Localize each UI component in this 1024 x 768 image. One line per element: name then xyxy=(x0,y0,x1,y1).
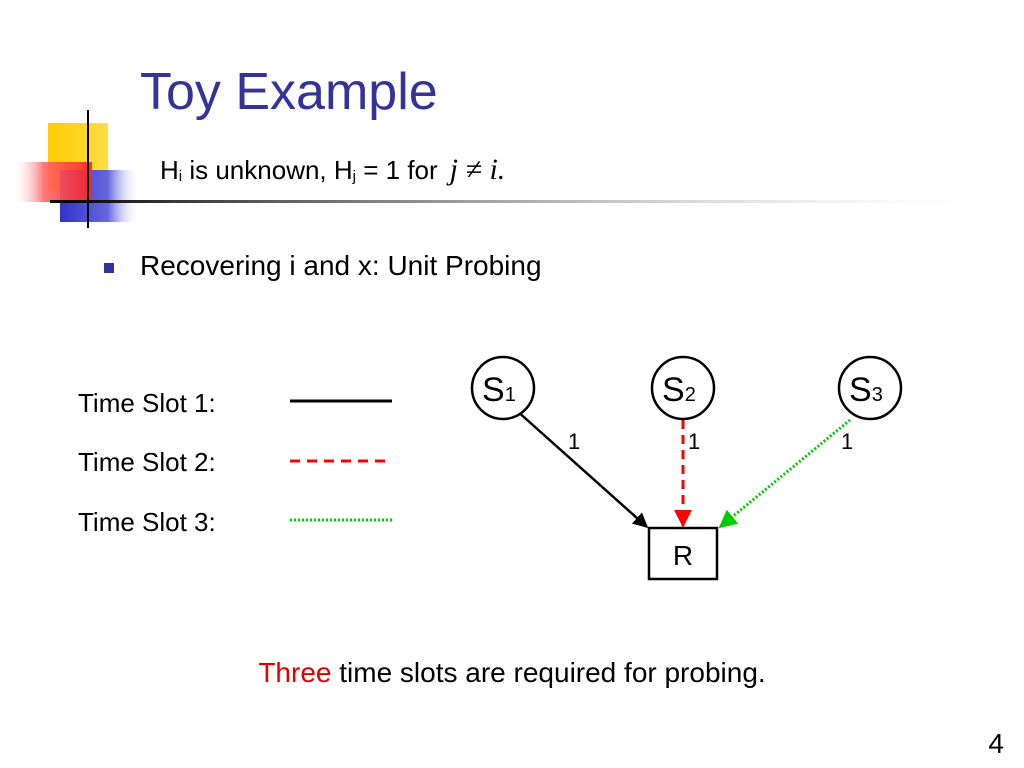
node-s2-base: S xyxy=(662,371,685,409)
legend-label-slot-1: Time Slot 1: xyxy=(78,388,216,418)
conclusion-text: Three time slots are required for probin… xyxy=(0,657,1024,689)
deco-red-bar xyxy=(12,162,92,202)
page-number: 4 xyxy=(988,728,1004,759)
edge-s3-r xyxy=(718,418,851,529)
legend-lines xyxy=(290,399,392,522)
legend-label-slot-2: Time Slot 2: xyxy=(78,447,216,477)
h-i-subscript: i xyxy=(178,168,183,185)
slide-decoration xyxy=(12,110,980,228)
edge-weight-s2: 1 xyxy=(688,429,700,454)
svg-text:S1: S1 xyxy=(482,371,516,409)
bullet-square-icon xyxy=(104,262,114,273)
network-diagram: 1 1 1 S1 S2 S3 R xyxy=(470,355,903,581)
edge-s1-r xyxy=(515,409,649,528)
conclusion-highlight: Three xyxy=(258,657,332,688)
edge-weight-s3: 1 xyxy=(841,429,853,454)
title-rule xyxy=(50,200,980,203)
h-j-subscript: j xyxy=(352,168,356,185)
slide-subtitle: Hi is unknown, Hj = 1 for j ≠ i. xyxy=(160,153,505,187)
node-s1-base: S xyxy=(482,371,505,409)
svg-text:S2: S2 xyxy=(662,371,696,409)
subtitle-text-2: = 1 for xyxy=(356,155,438,185)
svg-text:S3: S3 xyxy=(849,371,883,409)
subtitle-text-1: is unknown, xyxy=(182,155,334,185)
edge-weight-s1: 1 xyxy=(568,429,580,454)
node-s2: S2 xyxy=(650,355,716,421)
legend-label-slot-3: Time Slot 3: xyxy=(78,507,216,537)
node-s1: S1 xyxy=(470,355,536,421)
node-s3-sub: 3 xyxy=(872,384,883,406)
node-r-label: R xyxy=(673,540,693,571)
h-j-base: H xyxy=(333,155,353,185)
bullet-text: Recovering i and x: Unit Probing xyxy=(140,250,542,281)
node-s3-base: S xyxy=(849,371,872,409)
bullet-item: Recovering i and x: Unit Probing xyxy=(104,250,542,282)
node-s2-sub: 2 xyxy=(685,384,696,406)
slide-title: Toy Example xyxy=(140,63,438,121)
h-i-base: H xyxy=(160,155,179,185)
conclusion-rest: time slots are required for probing. xyxy=(331,657,766,688)
node-r: R xyxy=(647,526,719,581)
node-s3: S3 xyxy=(837,355,903,421)
condition-formula: j ≠ i. xyxy=(449,153,506,186)
node-s1-sub: 1 xyxy=(505,384,516,406)
